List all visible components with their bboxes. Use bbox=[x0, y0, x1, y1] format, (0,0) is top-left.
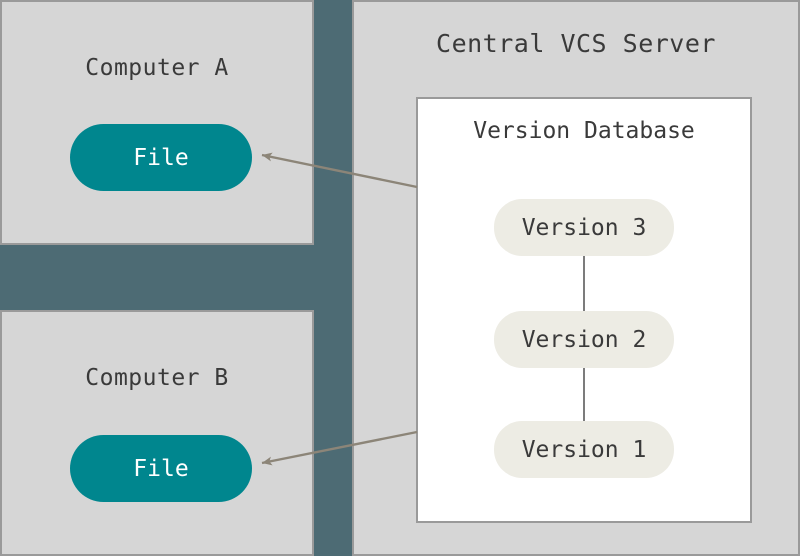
computer-b-title: Computer B bbox=[85, 365, 229, 391]
computer-b-panel: Computer B File bbox=[0, 310, 314, 556]
version-node-2[interactable]: Version 2 bbox=[494, 311, 674, 368]
connector-version2-version1 bbox=[583, 368, 585, 421]
version-node-1[interactable]: Version 1 bbox=[494, 421, 674, 478]
connector-version3-version2 bbox=[583, 256, 585, 311]
computer-a-file-node[interactable]: File bbox=[70, 124, 252, 191]
central-vcs-server-title: Central VCS Server bbox=[436, 29, 716, 58]
central-vcs-server-panel: Central VCS Server Version Database Vers… bbox=[352, 0, 800, 556]
version-database-panel: Version Database Version 3 Version 2 Ver… bbox=[416, 97, 752, 523]
version-node-3[interactable]: Version 3 bbox=[494, 199, 674, 256]
computer-b-file-node[interactable]: File bbox=[70, 435, 252, 502]
computer-a-panel: Computer A File bbox=[0, 0, 314, 245]
version-database-title: Version Database bbox=[473, 118, 695, 144]
computer-a-title: Computer A bbox=[85, 55, 229, 81]
